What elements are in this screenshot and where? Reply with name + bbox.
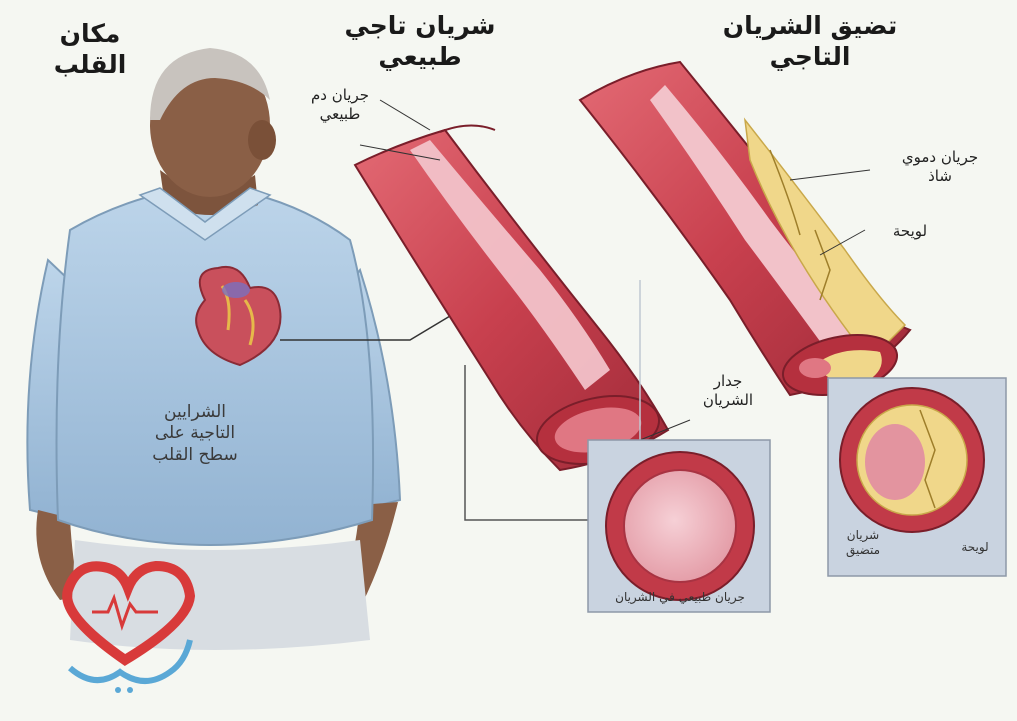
label-coronary-arteries: الشرايين التاجية على سطح القلب <box>110 402 280 466</box>
title-heart-location: مكان القلب <box>30 18 150 81</box>
caption-plaque: لويحة <box>950 540 1000 555</box>
title-narrowed-artery: تضيق الشريان التاجي <box>690 10 930 73</box>
caption-normal-cross-section: جريان طبيعي في الشريان <box>592 590 768 605</box>
label-normal-blood-flow: جريان دم طبيعي <box>290 86 390 124</box>
label-artery-wall: جدار الشريان <box>688 372 768 410</box>
label-abnormal-blood-flow: جريان دموي شاذ <box>870 148 1010 186</box>
narrowed-artery-tube <box>580 62 910 404</box>
label-plaque: لويحة <box>870 222 950 241</box>
normal-artery-tube <box>355 125 668 474</box>
title-normal-artery: شريان تاجي طبيعي <box>320 10 520 73</box>
caption-narrowed-artery: شريان متضيق <box>838 528 888 558</box>
man-figure <box>27 48 460 650</box>
